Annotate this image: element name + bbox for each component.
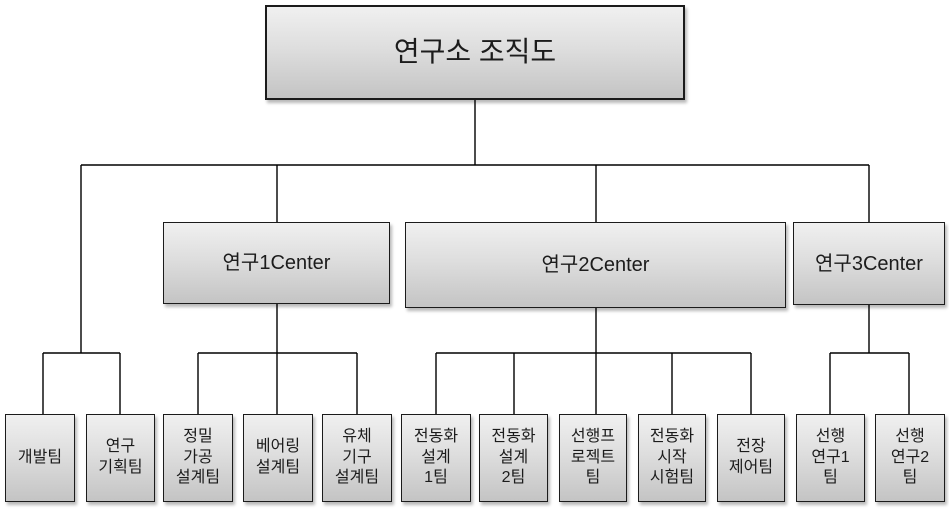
center-node-3-label: 연구3Center	[815, 252, 923, 275]
team-node-bearing-design: 베어링 설계팀	[243, 414, 313, 502]
team-node-electrification-design-2: 전동화 설계 2팀	[479, 414, 548, 502]
team-node-research-planning: 연구 기획팀	[86, 414, 155, 502]
team-node-advance-research-1: 선행 연구1 팀	[796, 414, 865, 502]
team-node-development: 개발팀	[5, 414, 75, 502]
team-node-label: 베어링 설계팀	[255, 438, 301, 476]
center-node-2-label: 연구2Center	[541, 254, 650, 276]
team-node-label: 선행프 로젝트 팀	[570, 427, 616, 487]
team-node-label: 전동화 시작 시험팀	[649, 427, 695, 487]
center-node-1-label: 연구1Center	[222, 252, 331, 274]
team-node-label: 개발팀	[17, 448, 63, 466]
team-node-label: 정밀 가공 설계팀	[175, 427, 221, 487]
center-node-3: 연구3Center	[793, 222, 945, 305]
team-node-label: 전장 제어팀	[728, 438, 774, 476]
root-node-label: 연구소 조직도	[393, 36, 557, 68]
team-node-label: 선행 연구1 팀	[811, 427, 850, 487]
root-node: 연구소 조직도	[265, 5, 685, 100]
center-node-2: 연구2Center	[405, 222, 786, 308]
team-node-electrification-prototype-test: 전동화 시작 시험팀	[638, 414, 706, 502]
team-node-label: 전동화 설계 1팀	[413, 427, 459, 487]
team-node-electronics-control: 전장 제어팀	[717, 414, 785, 502]
center-node-1: 연구1Center	[163, 222, 390, 304]
team-node-advance-project: 선행프 로젝트 팀	[559, 414, 627, 502]
team-node-label: 전동화 설계 2팀	[491, 427, 536, 487]
team-node-precision-machining-design: 정밀 가공 설계팀	[163, 414, 233, 502]
team-node-electrification-design-1: 전동화 설계 1팀	[401, 414, 471, 502]
team-node-label: 연구 기획팀	[98, 438, 143, 476]
team-node-advance-research-2: 선행 연구2 팀	[875, 414, 945, 502]
team-node-label: 선행 연구2 팀	[890, 427, 930, 487]
team-node-label: 유체 기구 설계팀	[334, 427, 380, 487]
team-node-fluid-mechanism-design: 유체 기구 설계팀	[322, 414, 392, 502]
